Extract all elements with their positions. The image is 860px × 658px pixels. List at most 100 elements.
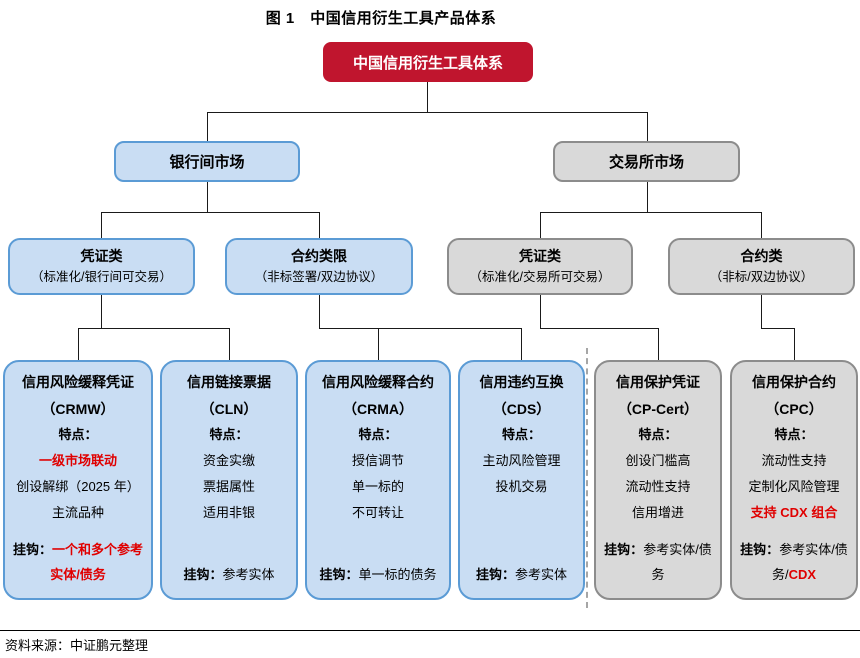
link-label: 挂钩： (12, 542, 52, 557)
category-node-interbank-contract: 合约类限 （非标签署/双边协议） (225, 238, 413, 295)
link-value: 参考实体 (222, 567, 275, 582)
feature-item: 投机交易 (495, 479, 548, 494)
root-node-credit-derivatives-system: 中国信用衍生工具体系 (323, 42, 533, 82)
connector-line (521, 328, 522, 360)
link-value: 单一标的债务 (358, 567, 437, 582)
feature-item: 主动风险管理 (482, 453, 561, 468)
connector-line (78, 328, 79, 360)
connector-line (540, 328, 658, 329)
link-value: 参考实体/债务 (643, 542, 712, 582)
product-code: （CLN） (200, 401, 258, 417)
connector-line (207, 182, 208, 212)
category-title: 合约类限 (291, 248, 347, 264)
connector-line (101, 295, 102, 328)
link-label: 挂钩： (604, 542, 644, 557)
feature-item: 流动性支持 (625, 479, 691, 494)
connector-line (207, 112, 208, 141)
connector-line (229, 328, 230, 360)
product-code: （CRMA） (343, 401, 413, 417)
product-code: （CP-Cert） (617, 401, 699, 417)
link-target: 挂钩：参考实体 (181, 562, 276, 587)
connector-line (427, 82, 428, 112)
feature-item: 授信调节 (351, 453, 404, 468)
product-code: （CDS） (492, 401, 551, 417)
category-subtitle: （标准化/银行间可交易） (31, 270, 172, 284)
link-value: 参考实体/债务/ (771, 542, 848, 582)
product-card-crma: 信用风险缓释合约 （CRMA） 特点： 授信调节 单一标的 不可转让 挂钩：单一… (305, 360, 451, 600)
link-label: 挂钩： (319, 567, 359, 582)
link-target: 挂钩：参考实体 (474, 562, 569, 587)
feature-item: 适用非银 (202, 505, 255, 520)
feature-item: 主流品种 (51, 505, 104, 520)
feature-item: 创设解绑（2025 年） (16, 479, 140, 494)
link-value-highlight: CDX (788, 567, 817, 582)
connector-line (761, 212, 762, 238)
connector-line (101, 212, 102, 238)
category-title: 凭证类 (80, 248, 123, 264)
connector-line (540, 295, 541, 328)
category-title: 凭证类 (519, 248, 561, 264)
feature-item: 流动性支持 (761, 453, 827, 468)
connector-line (540, 212, 761, 213)
connector-line (540, 212, 541, 238)
connector-line (378, 328, 379, 360)
feature-item: 资金实缴 (202, 453, 255, 468)
features-label: 特点： (501, 427, 541, 442)
feature-item: 信用增进 (631, 505, 684, 520)
feature-item: 支持 CDX 组合 (750, 505, 838, 520)
category-subtitle: （标准化/交易所可交易） (469, 270, 611, 284)
bottom-border-line (0, 630, 860, 631)
category-subtitle: （非标/双边协议） (709, 270, 814, 284)
category-subtitle: （非标签署/双边协议） (254, 270, 384, 284)
product-name: 信用风险缓释凭证 (22, 374, 134, 390)
features-label: 特点： (58, 427, 98, 442)
link-label: 挂钩： (475, 567, 515, 582)
product-card-cds: 信用违约互换 （CDS） 特点： 主动风险管理 投机交易 挂钩：参考实体 (458, 360, 585, 600)
connector-line (101, 212, 319, 213)
product-card-cln: 信用链接票据 （CLN） 特点： 资金实缴 票据属性 适用非银 挂钩：参考实体 (160, 360, 298, 600)
connector-line (761, 295, 762, 328)
product-card-cpc: 信用保护合约 （CPC） 特点： 流动性支持 定制化风险管理 支持 CDX 组合… (730, 360, 858, 600)
feature-item: 票据属性 (202, 479, 255, 494)
product-name: 信用链接票据 (187, 374, 271, 390)
product-name: 信用风险缓释合约 (322, 374, 434, 390)
connector-line (319, 328, 521, 329)
feature-item: 一级市场联动 (38, 453, 117, 468)
link-value: 一个和多个参考实体/债务 (50, 542, 144, 582)
link-value: 参考实体 (515, 567, 568, 582)
product-name: 信用保护凭证 (616, 374, 700, 390)
features-label: 特点： (774, 427, 814, 442)
features-label: 特点： (638, 427, 678, 442)
link-label: 挂钩： (740, 542, 780, 557)
connector-line (647, 112, 648, 141)
link-target: 挂钩：单一标的债务 (317, 562, 438, 587)
connector-line (794, 328, 795, 360)
features-label: 特点： (358, 427, 398, 442)
link-target: 挂钩：参考实体/债务/CDX (734, 537, 854, 587)
category-node-interbank-certificate: 凭证类 （标准化/银行间可交易） (8, 238, 195, 295)
product-card-crmw: 信用风险缓释凭证 （CRMW） 特点： 一级市场联动 创设解绑（2025 年） … (3, 360, 153, 600)
category-title: 合约类 (740, 248, 783, 264)
product-card-cp-cert: 信用保护凭证 （CP-Cert） 特点： 创设门槛高 流动性支持 信用增进 挂钩… (594, 360, 722, 600)
product-name: 信用保护合约 (752, 374, 836, 390)
connector-line (658, 328, 659, 360)
connector-line (78, 328, 229, 329)
connector-line (207, 112, 647, 113)
connector-line (761, 328, 794, 329)
category-node-exchange-certificate: 凭证类 （标准化/交易所可交易） (447, 238, 633, 295)
link-target: 挂钩：参考实体/债务 (598, 537, 718, 587)
connector-line (319, 295, 320, 328)
source-note: 资料来源：中证鹏元整理 (5, 638, 149, 653)
market-node-exchange: 交易所市场 (553, 141, 740, 182)
figure-title: 图 1 中国信用衍生工具产品体系 (265, 10, 497, 27)
features-label: 特点： (209, 427, 249, 442)
feature-item: 不可转让 (351, 505, 404, 520)
category-node-exchange-contract: 合约类 （非标/双边协议） (668, 238, 855, 295)
product-code: （CPC） (765, 401, 823, 417)
product-name: 信用违约互换 (479, 374, 564, 390)
connector-line (647, 182, 648, 212)
product-code: （CRMW） (41, 401, 115, 417)
link-label: 挂钩： (183, 567, 223, 582)
feature-item: 定制化风险管理 (748, 479, 840, 494)
